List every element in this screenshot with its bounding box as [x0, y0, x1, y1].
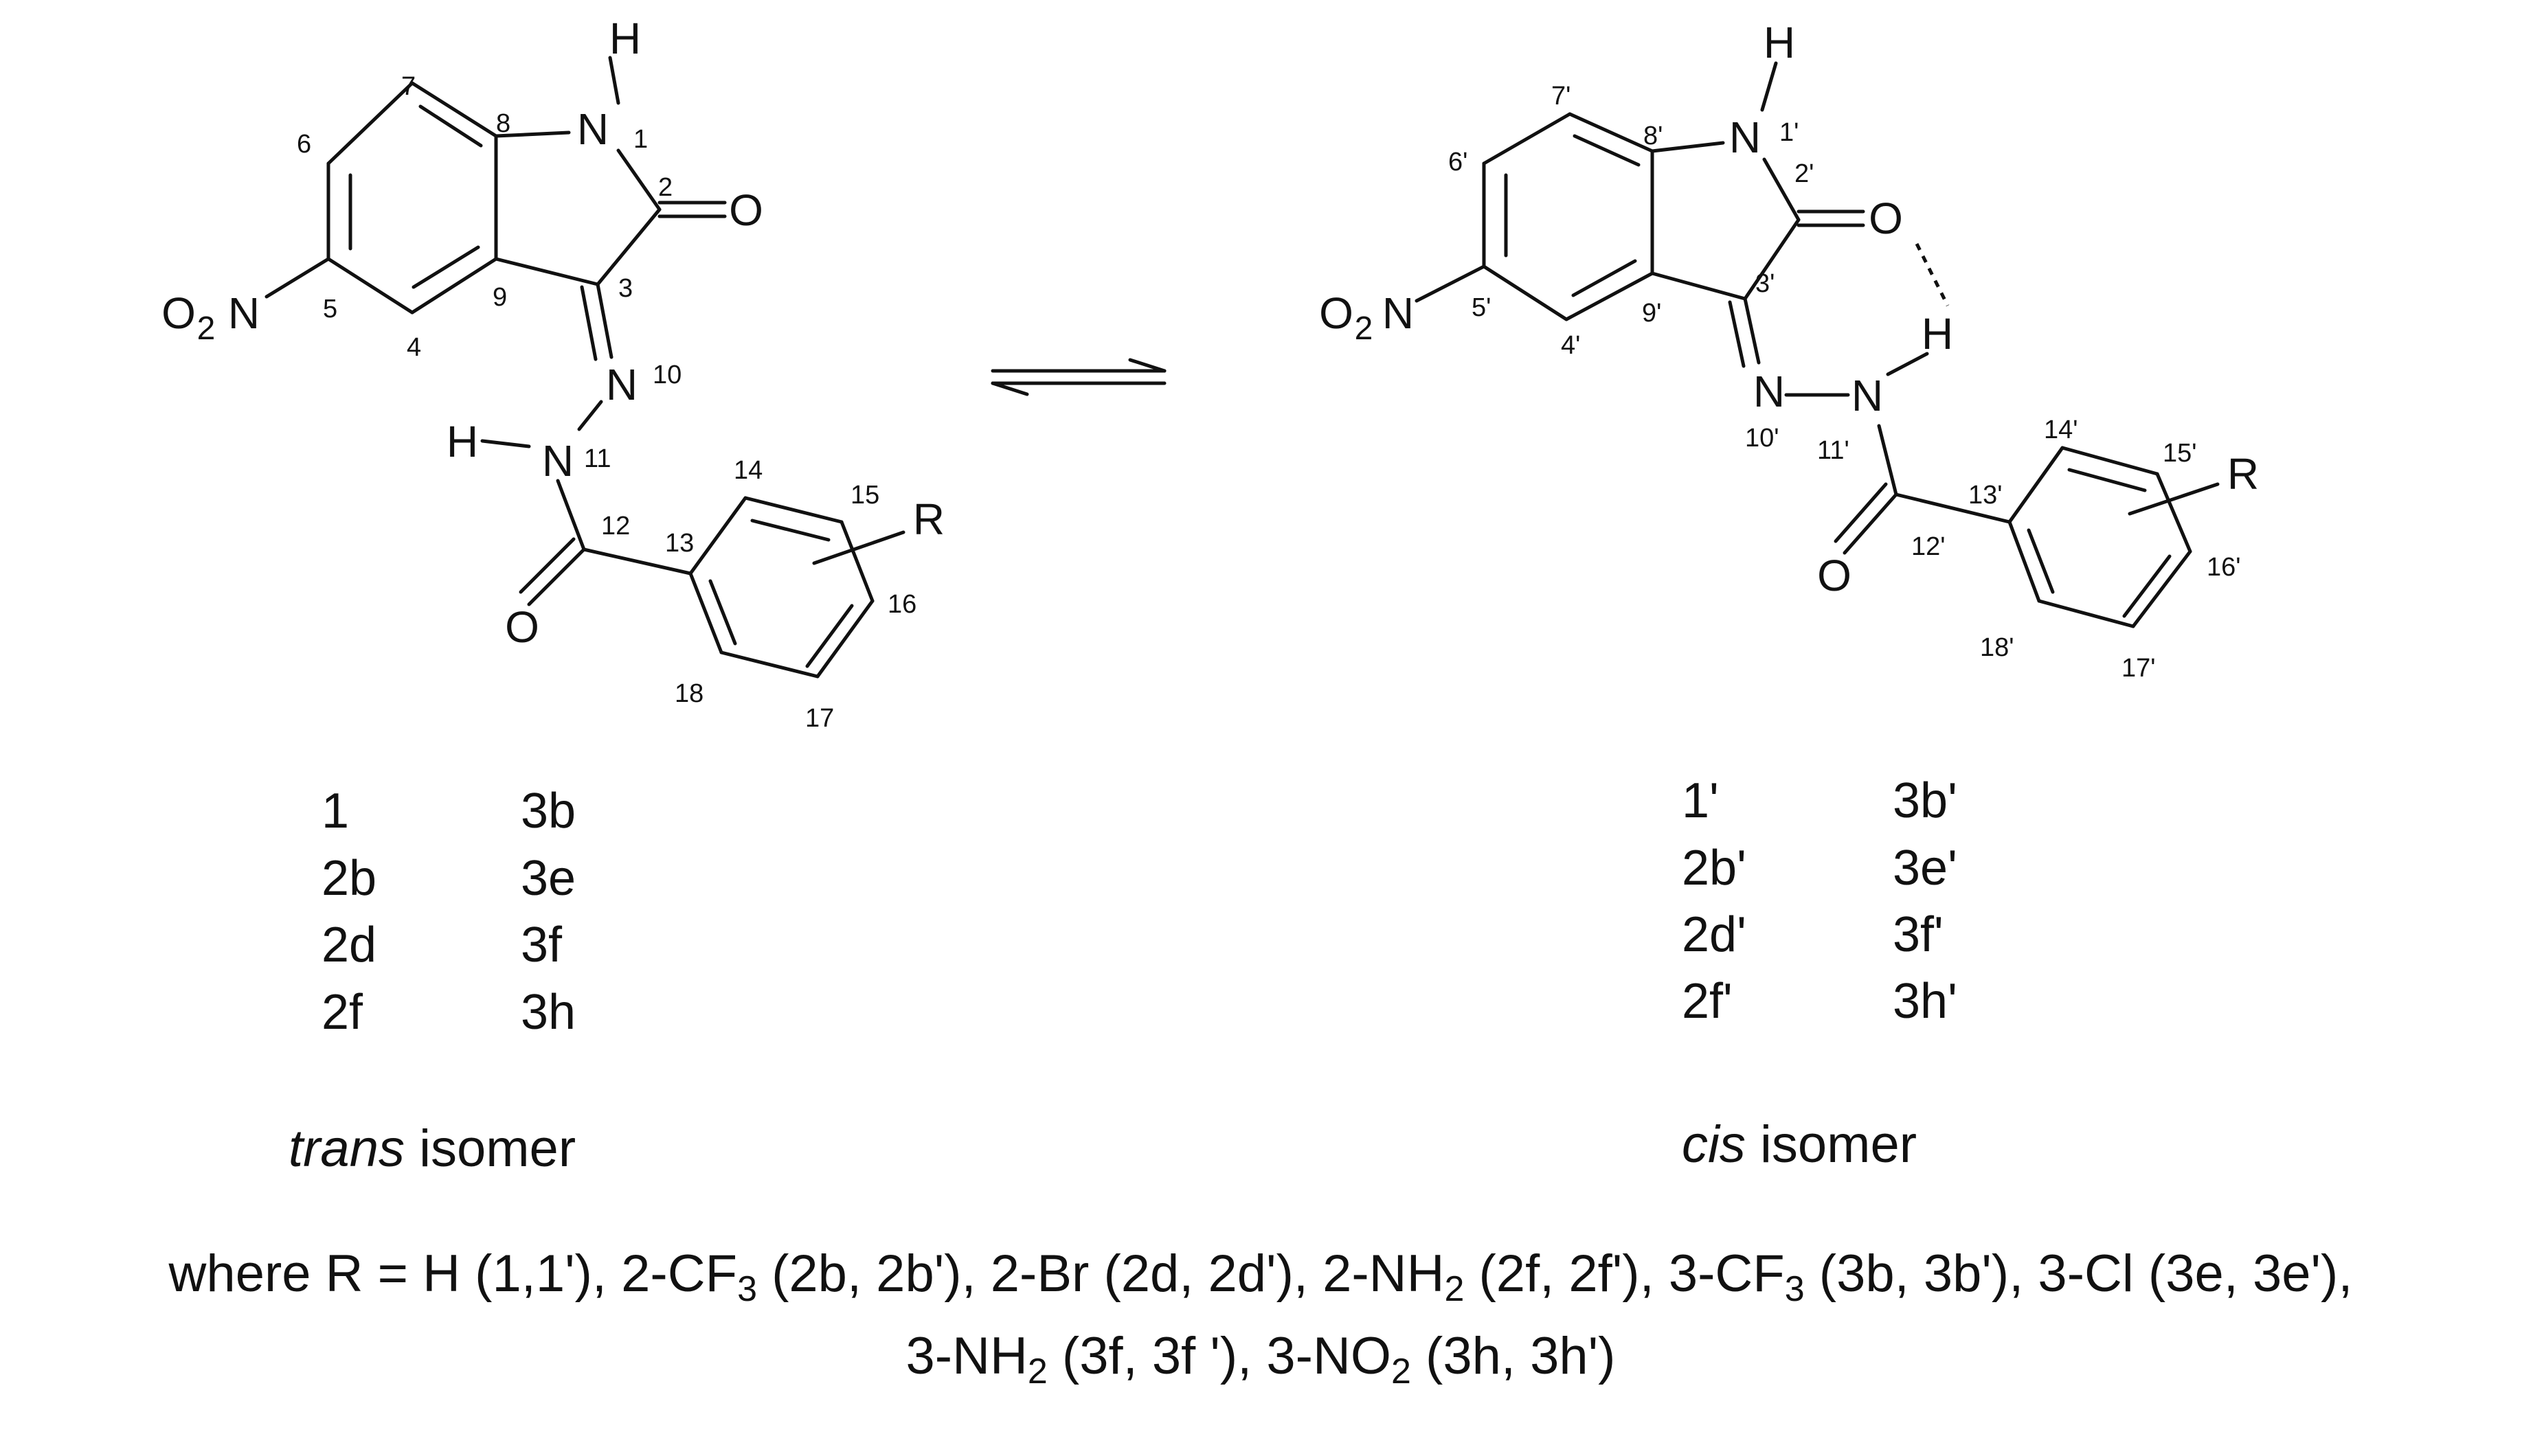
trans-num-16: 16: [888, 590, 916, 619]
cis-num-4: 4': [1561, 331, 1580, 360]
cis-atom-no2-o: O: [1319, 288, 1353, 338]
cis-num-9: 9': [1642, 299, 1661, 328]
equilibrium-arrow: [991, 358, 1167, 396]
trans-compound: 3b: [521, 784, 576, 839]
cis-compound: 3b': [1893, 773, 1957, 828]
cis-atom-h11: H: [1922, 309, 1953, 359]
cis-position-numbers: 1' 2' 3' 4' 5' 6' 7' 8' 9' 10' 11' 12' 1…: [1448, 82, 2241, 683]
trans-num-17: 17: [805, 704, 834, 733]
trans-atom-r: R: [913, 494, 945, 544]
trans-num-7: 7: [401, 72, 416, 101]
cis-num-6: 6': [1448, 148, 1467, 177]
trans-atom-o12: O: [505, 602, 539, 652]
trans-compound: 3h: [521, 985, 576, 1040]
trans-num-10: 10: [653, 361, 682, 389]
trans-atom-no2-n: N: [228, 288, 260, 338]
cis-atom-no2-n: N: [1382, 288, 1414, 338]
cis-num-17: 17': [2121, 654, 2156, 683]
trans-compound-list: 1 3b 2b 3e 2d 3f 2f 3h: [322, 784, 576, 1040]
cis-num-5: 5': [1472, 293, 1491, 322]
trans-atom-n10: N: [606, 360, 638, 409]
trans-num-14: 14: [734, 456, 763, 485]
cis-atom-n1: N: [1729, 113, 1761, 162]
trans-num-13: 13: [665, 529, 694, 558]
cis-num-11: 11': [1817, 436, 1849, 465]
trans-caption: trans isomer: [289, 1119, 576, 1178]
cis-compound: 3e': [1893, 841, 1957, 896]
trans-atom-h11: H: [447, 417, 478, 466]
trans-num-1: 1: [633, 125, 648, 154]
trans-num-8: 8: [496, 109, 510, 138]
trans-num-12: 12: [601, 512, 630, 541]
trans-isomer-structure: [264, 56, 905, 679]
trans-atom-n1: N: [577, 104, 609, 154]
trans-compound: 2b: [322, 851, 376, 906]
cis-atom-no2-subscript: 2: [1355, 310, 1373, 347]
cis-atom-r: R: [2227, 449, 2259, 499]
cis-num-1: 1': [1779, 118, 1799, 147]
trans-num-3: 3: [618, 274, 633, 303]
trans-atom-n11: N: [542, 436, 574, 486]
cis-num-13: 13': [1968, 481, 2003, 510]
cis-num-16: 16': [2207, 553, 2241, 582]
trans-position-numbers: 1 2 3 4 5 6 7 8 9 10 11 12 13 14 15 16 1…: [297, 72, 916, 733]
cis-atom-h1: H: [1764, 18, 1795, 67]
trans-atom-labels: H N O O 2 N N H N O R: [161, 14, 945, 652]
footnote-line-2: 3-NH2 (3f, 3f '), 3-NO2 (3h, 3h'): [906, 1327, 1616, 1391]
cis-compound-list: 1' 3b' 2b' 3e' 2d' 3f' 2f' 3h': [1682, 773, 1957, 1029]
trans-num-5: 5: [323, 295, 337, 323]
trans-num-2: 2: [658, 173, 673, 202]
trans-compound: 2f: [322, 985, 363, 1040]
trans-num-9: 9: [493, 283, 507, 312]
cis-compound: 1': [1682, 773, 1719, 828]
cis-caption: cis isomer: [1682, 1115, 1917, 1174]
trans-num-4: 4: [407, 333, 421, 362]
cis-num-8: 8': [1643, 122, 1663, 150]
cis-num-14: 14': [2044, 416, 2078, 444]
cis-isomer-structure: [1415, 61, 2220, 628]
cis-num-3: 3': [1755, 269, 1775, 298]
trans-atom-o2: O: [729, 185, 763, 235]
trans-num-18: 18: [675, 679, 703, 708]
trans-atom-h1: H: [609, 14, 641, 63]
cis-atom-n10: N: [1753, 367, 1785, 416]
cis-num-15: 15': [2163, 439, 2197, 468]
cis-num-18: 18': [1980, 633, 2014, 662]
cis-compound: 2b': [1682, 841, 1746, 896]
cis-compound: 2d': [1682, 907, 1746, 962]
trans-compound: 3f: [521, 918, 563, 972]
trans-atom-no2-o: O: [161, 288, 196, 338]
cis-atom-o2: O: [1869, 194, 1903, 243]
trans-compound: 2d: [322, 918, 376, 972]
trans-num-15: 15: [851, 481, 879, 510]
trans-num-11: 11: [584, 444, 611, 473]
trans-compound: 1: [322, 784, 349, 839]
cis-num-12: 12': [1911, 532, 1946, 561]
cis-num-7: 7': [1551, 82, 1570, 111]
trans-num-6: 6: [297, 130, 311, 159]
cis-atom-labels: H N O O 2 N N N H O R: [1319, 18, 2259, 600]
cis-atom-o12: O: [1817, 551, 1851, 600]
trans-atom-no2-subscript: 2: [197, 310, 216, 347]
trans-compound: 3e: [521, 851, 576, 906]
footnote-line-1: where R = H (1,1'), 2-CF3 (2b, 2b'), 2-B…: [168, 1244, 2353, 1309]
cis-atom-n11: N: [1851, 371, 1883, 420]
cis-num-2: 2': [1794, 159, 1814, 188]
cis-compound: 2f': [1682, 974, 1733, 1029]
cis-num-10: 10': [1745, 424, 1779, 453]
cis-compound: 3h': [1893, 974, 1957, 1029]
cis-compound: 3f': [1893, 907, 1944, 962]
